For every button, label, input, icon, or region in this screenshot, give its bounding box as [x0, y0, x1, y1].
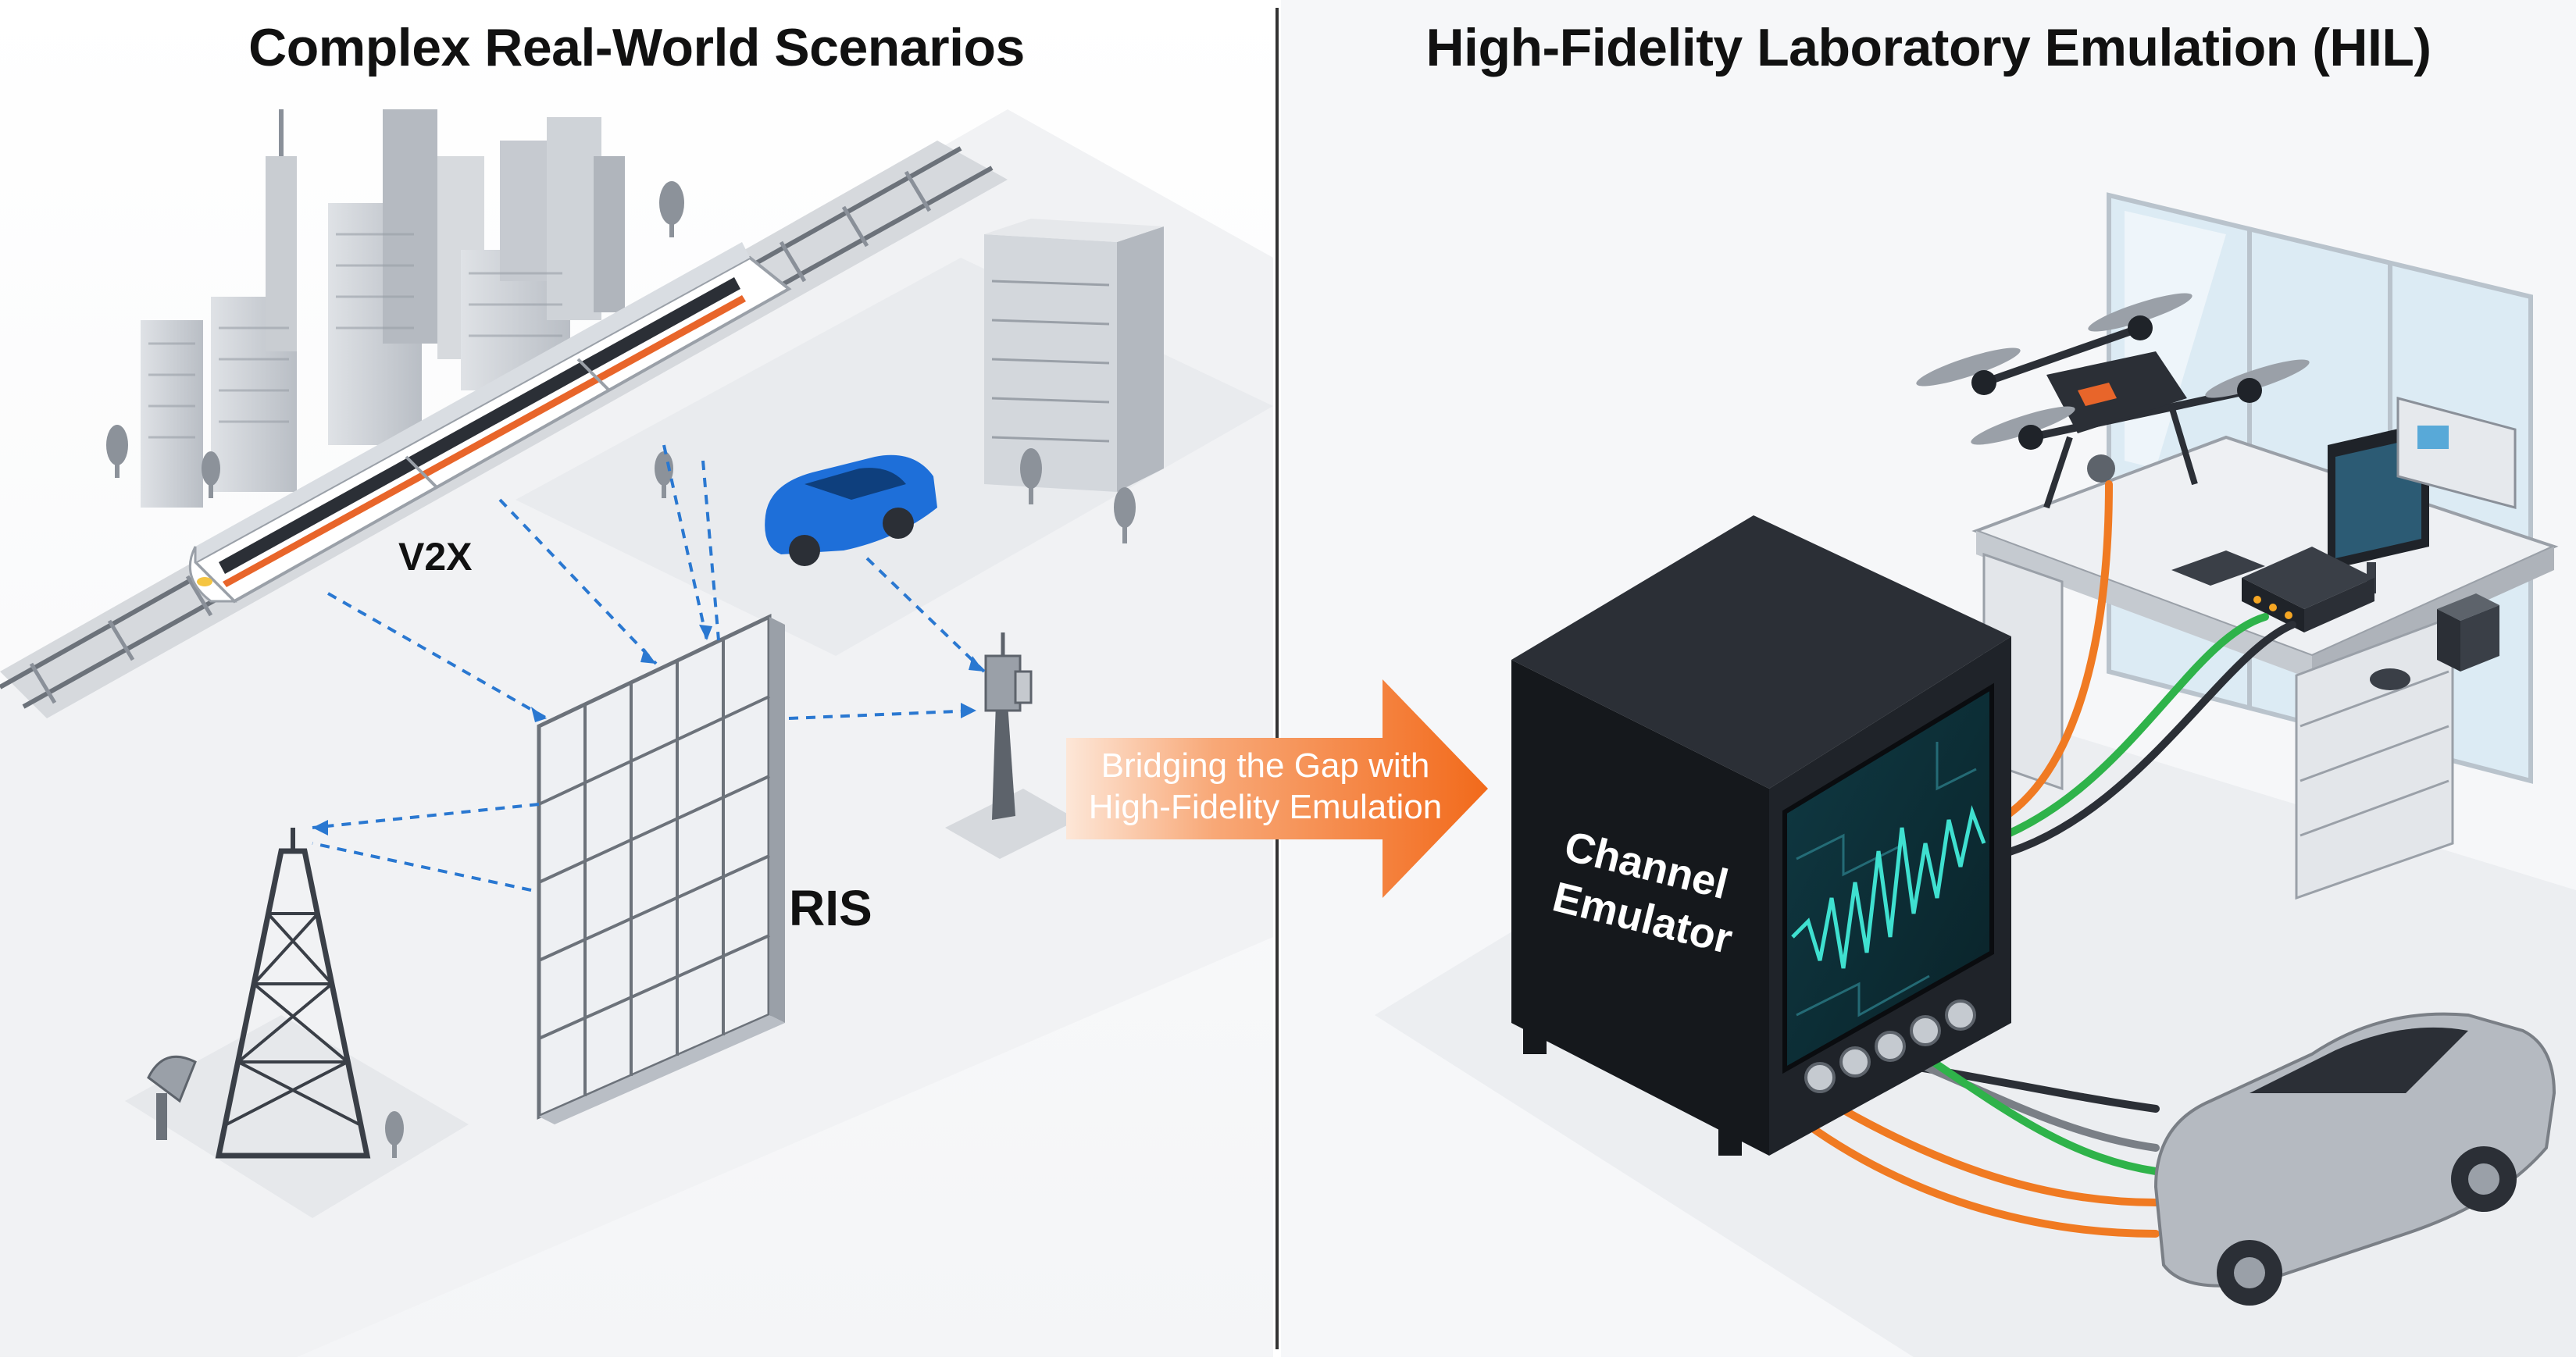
pc-tower: [2437, 593, 2499, 672]
v2x-label: V2X: [398, 535, 473, 579]
signal-links: [312, 444, 986, 892]
high-speed-train: [188, 242, 792, 604]
city-skyline: [106, 109, 684, 508]
office-building: [984, 219, 1164, 492]
rf-ports: [1804, 999, 1976, 1093]
arrow-text-line1: Bridging the Gap with: [1101, 746, 1430, 785]
keyboard: [2171, 550, 2265, 586]
network-switch: [2242, 547, 2374, 632]
signal-arrowheads: [312, 625, 984, 835]
roadside-unit: [945, 632, 1078, 859]
bridge-arrow: Bridging the Gap with High-Fidelity Emul…: [1066, 679, 1488, 898]
tower-base-plate: [125, 1015, 469, 1218]
arrow-text-line2: High-Fidelity Emulation: [1089, 788, 1442, 826]
street-trees: [655, 448, 1136, 543]
test-vehicle: [2153, 1012, 2556, 1306]
channel-emulator: Channel Emulator: [1511, 515, 2011, 1156]
wall-panel-device: [2396, 397, 2517, 509]
ris-label: RIS: [789, 880, 872, 936]
drone: [1916, 293, 2310, 509]
ris-panel: [537, 614, 785, 1124]
lab-desk: [1971, 435, 2559, 900]
title-right: High-Fidelity Laboratory Emulation (HIL): [1425, 18, 2432, 77]
screen-waveform: [1791, 805, 1986, 969]
cell-tower: [147, 828, 404, 1159]
connected-car: [765, 454, 937, 566]
mouse: [2370, 668, 2410, 690]
title-left: Complex Real-World Scenarios: [248, 18, 1025, 77]
